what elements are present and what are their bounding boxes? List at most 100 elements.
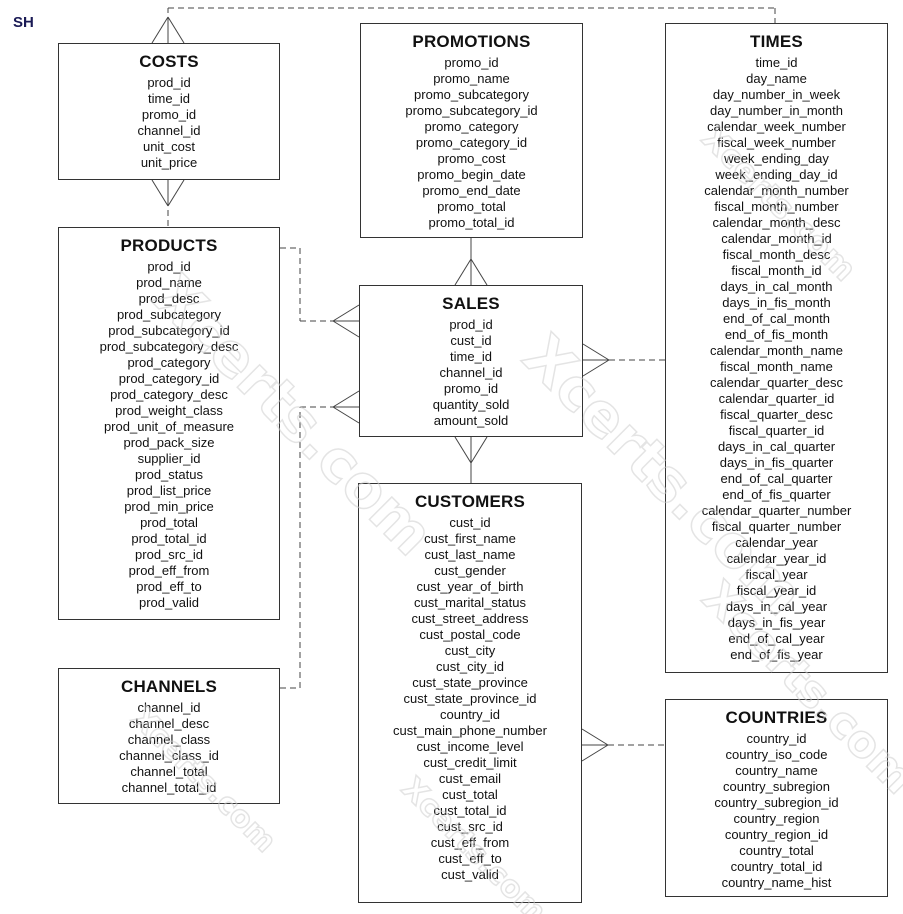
column-calendar_year_id: calendar_year_id [726,551,827,566]
column-time_id: time_id [148,91,190,106]
column-fiscal_month_id: fiscal_month_id [731,263,822,278]
schema-label: SH [13,14,34,31]
column-promo_total: promo_total [437,199,506,214]
column-country_name_hist: country_name_hist [721,875,832,890]
crows-foot [470,436,488,464]
entity-title: CUSTOMERS [414,492,526,511]
crows-foot [332,304,360,322]
column-fiscal_month_desc: fiscal_month_desc [722,247,831,262]
column-calendar_month_desc: calendar_month_desc [712,215,841,230]
column-prod_valid: prod_valid [139,595,199,610]
column-day_number_in_week: day_number_in_week [712,87,841,102]
column-cust_city_id: cust_city_id [436,659,504,674]
column-cust_marital_status: cust_marital_status [414,595,526,610]
crows-foot [151,179,169,207]
column-channel_desc: channel_desc [128,716,210,731]
column-prod_weight_class: prod_weight_class [115,403,223,418]
crows-foot [332,320,360,338]
column-country_region: country_region [733,811,820,826]
column-calendar_quarter_number: calendar_quarter_number [701,503,852,518]
column-country_name: country_name [735,763,818,778]
column-prod_id: prod_id [147,75,191,90]
column-quantity_sold: quantity_sold [432,397,510,412]
column-cust_valid: cust_valid [441,867,499,882]
column-channel_class: channel_class [127,732,211,747]
column-calendar_month_number: calendar_month_number [704,183,849,198]
column-fiscal_year: fiscal_year [745,567,808,582]
entity-title: COSTS [139,52,199,71]
column-prod_id: prod_id [147,259,191,274]
column-unit_cost: unit_cost [142,139,196,154]
column-days_in_cal_month: days_in_cal_month [720,279,833,294]
column-end_of_cal_month: end_of_cal_month [723,311,830,326]
column-amount_sold: amount_sold [433,413,509,428]
column-channel_total_id: channel_total_id [121,780,217,795]
entity-title: PRODUCTS [120,236,218,255]
crows-foot [167,179,185,207]
column-cust_total_id: cust_total_id [433,803,507,818]
column-days_in_fis_quarter: days_in_fis_quarter [719,455,834,470]
column-fiscal_week_number: fiscal_week_number [717,135,836,150]
entity-title: COUNTRIES [725,708,828,727]
column-prod_name: prod_name [136,275,202,290]
column-prod_pack_size: prod_pack_size [123,435,215,450]
entity-title: PROMOTIONS [412,32,531,51]
column-channel_total: channel_total [130,764,208,779]
column-country_subregion: country_subregion [723,779,830,794]
crows-foot [151,16,169,44]
column-promo_category: promo_category [424,119,519,134]
column-fiscal_quarter_id: fiscal_quarter_id [728,423,825,438]
column-cust_last_name: cust_last_name [424,547,516,562]
column-promo_id: promo_id [141,107,197,122]
column-prod_min_price: prod_min_price [124,499,214,514]
column-cust_income_level: cust_income_level [416,739,524,754]
crows-foot [470,258,488,286]
crows-foot [454,258,472,286]
column-fiscal_month_name: fiscal_month_name [720,359,833,374]
column-cust_email: cust_email [438,771,502,786]
crows-foot [581,728,609,746]
column-prod_src_id: prod_src_id [135,547,203,562]
column-country_subregion_id: country_subregion_id [714,795,839,810]
column-cust_city: cust_city [444,643,496,658]
crows-foot [454,436,472,464]
column-days_in_cal_year: days_in_cal_year [725,599,828,614]
column-cust_credit_limit: cust_credit_limit [423,755,517,770]
column-calendar_month_name: calendar_month_name [710,343,843,358]
column-promo_subcategory: promo_subcategory [414,87,529,102]
column-cust_main_phone_number: cust_main_phone_number [393,723,547,738]
column-promo_name: promo_name [433,71,510,86]
column-days_in_fis_year: days_in_fis_year [727,615,826,630]
column-calendar_quarter_id: calendar_quarter_id [718,391,835,406]
column-prod_unit_of_measure: prod_unit_of_measure [103,419,235,434]
column-cust_eff_to: cust_eff_to [438,851,502,866]
column-calendar_quarter_desc: calendar_quarter_desc [710,375,843,390]
column-prod_subcategory_id: prod_subcategory_id [108,323,230,338]
column-cust_total: cust_total [442,787,498,802]
column-promo_end_date: promo_end_date [422,183,521,198]
column-prod_list_price: prod_list_price [126,483,212,498]
column-fiscal_quarter_desc: fiscal_quarter_desc [720,407,833,422]
column-country_region_id: country_region_id [724,827,829,842]
column-cust_state_province: cust_state_province [412,675,528,690]
column-promo_category_id: promo_category_id [415,135,528,150]
column-prod_category_desc: prod_category_desc [110,387,228,402]
crows-foot [581,744,609,762]
column-end_of_fis_year: end_of_fis_year [730,647,823,662]
crows-foot [167,16,185,44]
column-prod_subcategory_desc: prod_subcategory_desc [99,339,239,354]
column-supplier_id: supplier_id [137,451,201,466]
column-prod_total_id: prod_total_id [131,531,207,546]
column-prod_id: prod_id [449,317,493,332]
column-promo_subcategory_id: promo_subcategory_id [405,103,538,118]
column-prod_eff_from: prod_eff_from [128,563,210,578]
column-promo_id: promo_id [444,55,499,70]
entity-title: SALES [442,294,500,313]
